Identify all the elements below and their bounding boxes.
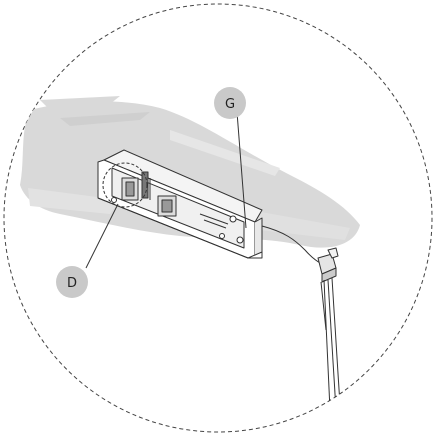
junction-box [97,149,263,259]
cable [261,225,323,265]
detail-circle-border [3,3,433,433]
callout-d: D [56,266,88,298]
callout-g: G [214,87,246,119]
wall-shading [20,96,360,248]
hanging-wires [320,277,341,411]
callout-g-leader [236,111,247,229]
callout-g-label: G [225,97,235,112]
callout-d-leader [85,203,119,269]
sensor-clamp [317,247,339,283]
callout-d-label: D [67,276,77,291]
